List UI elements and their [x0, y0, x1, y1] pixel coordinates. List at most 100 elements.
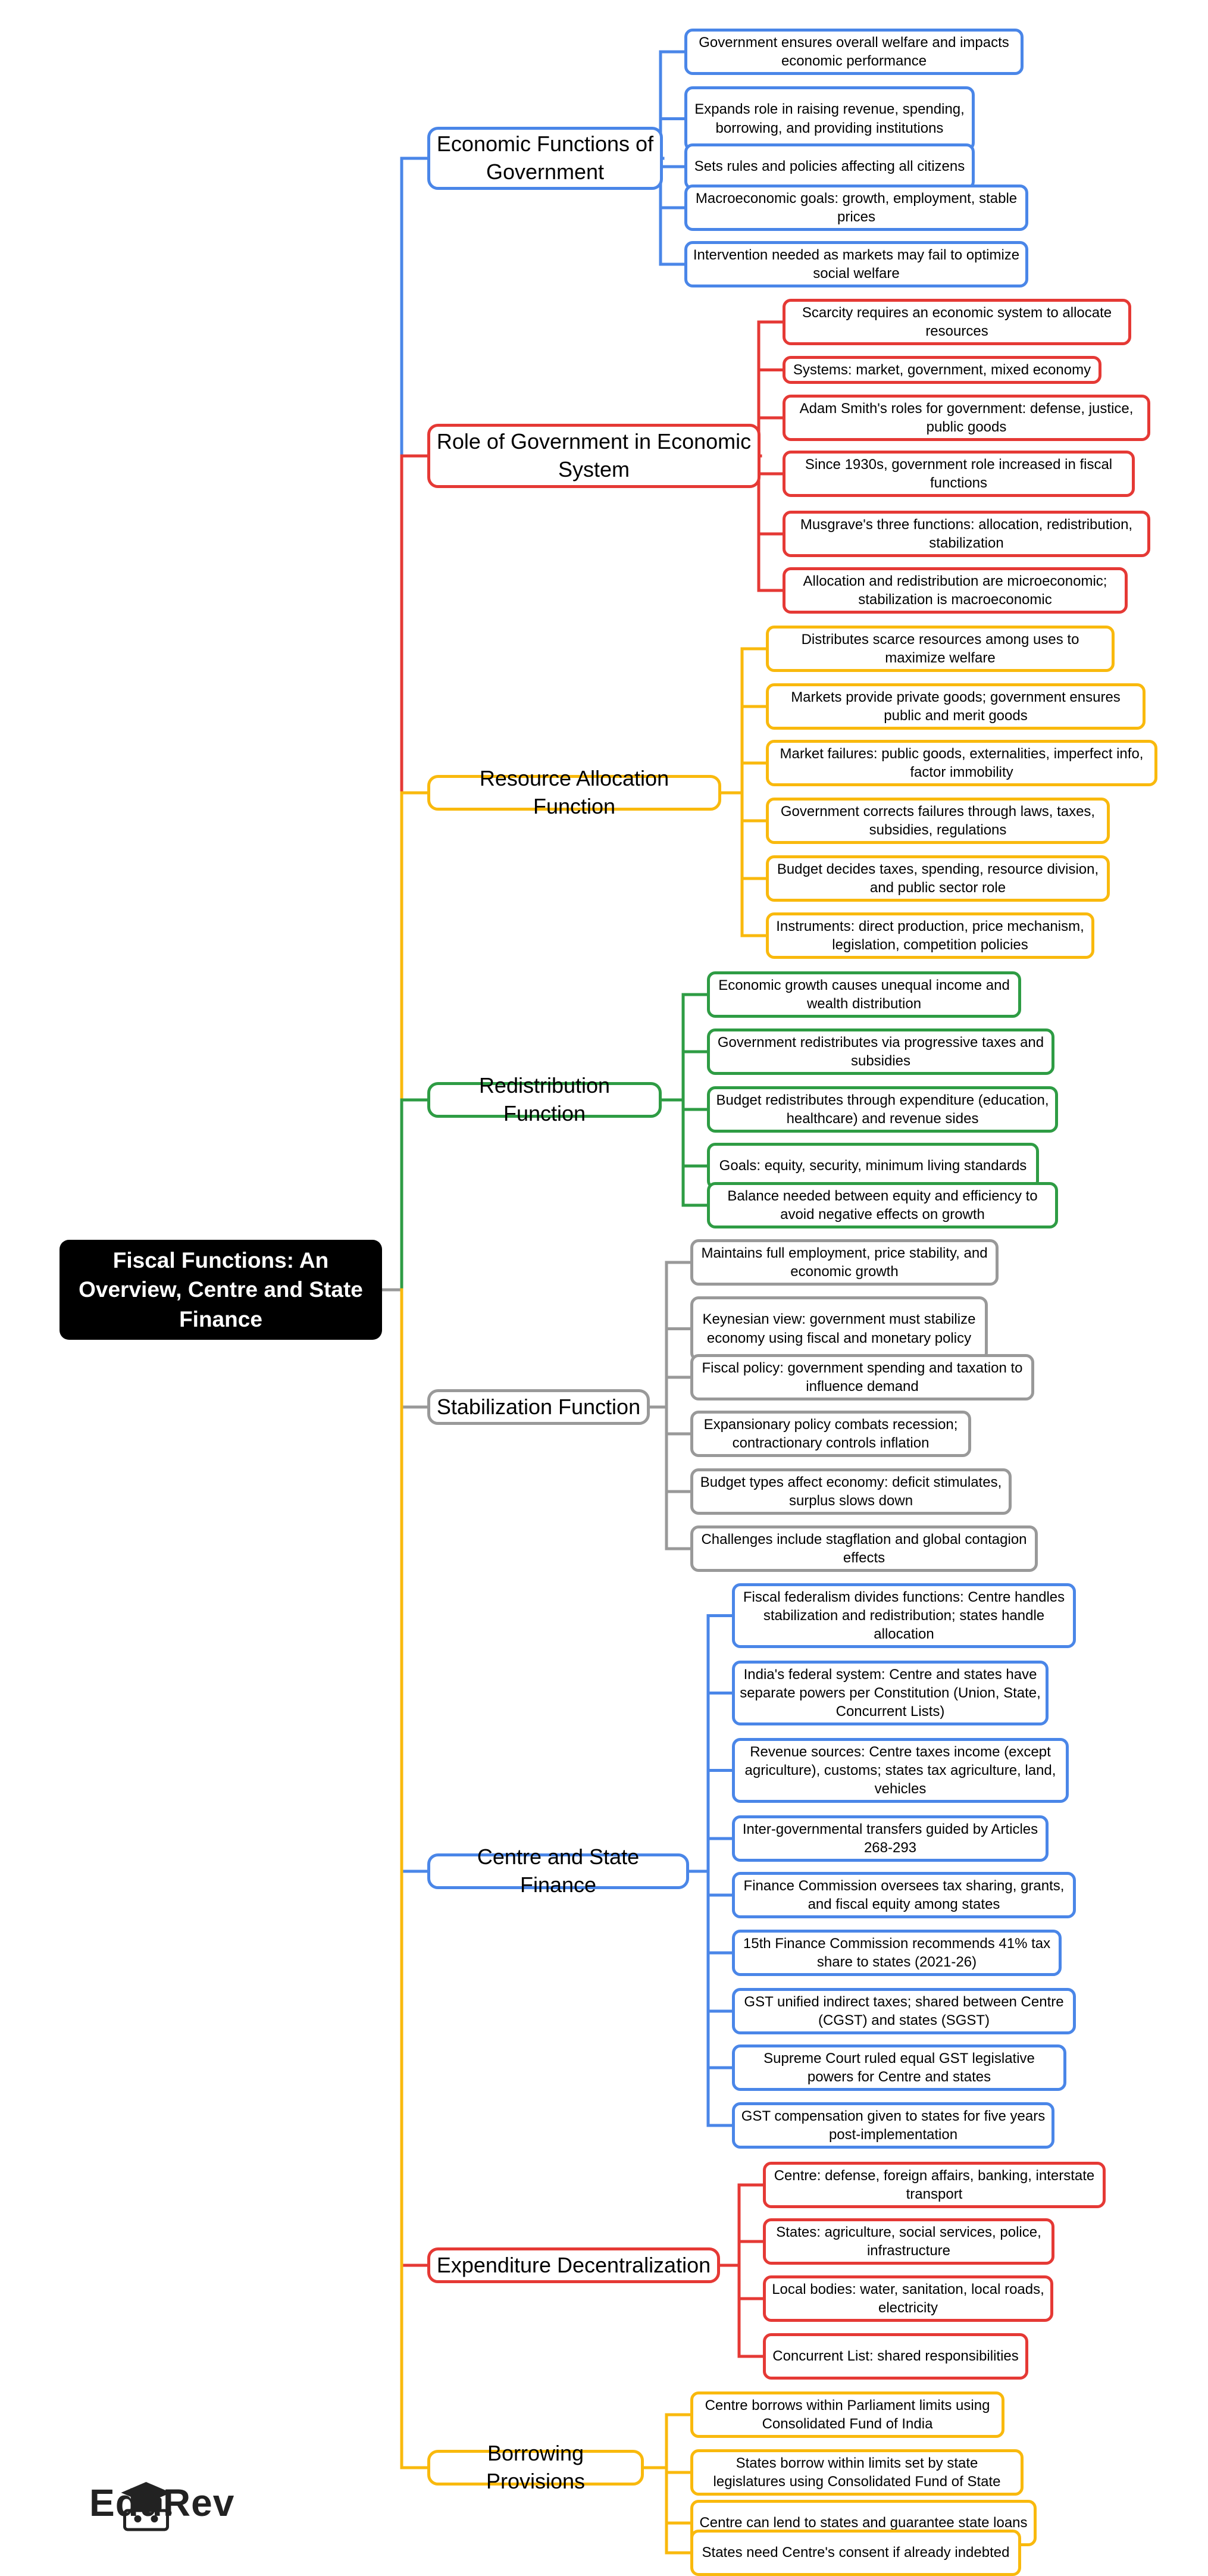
leaf-text: Sets rules and policies affecting all ci…: [694, 158, 965, 175]
leaf-text: Local bodies: water, sanitation, local r…: [772, 2281, 1044, 2316]
leaf-node: Budget redistributes through expenditure…: [707, 1086, 1058, 1133]
leaf-node: Systems: market, government, mixed econo…: [783, 356, 1101, 384]
leaf-text: Intervention needed as markets may fail …: [693, 246, 1020, 282]
leaf-text: Government corrects failures through law…: [780, 803, 1096, 838]
leaf-text: States borrow within limits set by state…: [713, 2455, 1001, 2490]
branch-node: Role of Government in Economic System: [427, 424, 761, 488]
leaf-node: Fiscal policy: government spending and t…: [690, 1354, 1034, 1400]
leaf-node: Concurrent List: shared responsibilities: [763, 2333, 1028, 2380]
branch-node: Economic Functions of Government: [427, 127, 663, 190]
branch-node: Expenditure Decentralization: [427, 2247, 720, 2283]
leaf-text: Government ensures overall welfare and i…: [699, 34, 1009, 69]
leaf-text: Systems: market, government, mixed econo…: [793, 361, 1091, 378]
leaf-text: Revenue sources: Centre taxes income (ex…: [744, 1743, 1056, 1797]
leaf-node: GST compensation given to states for fiv…: [732, 2102, 1054, 2149]
leaf-node: Government corrects failures through law…: [766, 798, 1110, 844]
leaf-node: Sets rules and policies affecting all ci…: [684, 143, 975, 190]
leaf-text: Concurrent List: shared responsibilities: [772, 2348, 1019, 2365]
leaf-node: Balance needed between equity and effici…: [707, 1182, 1058, 1228]
leaf-node: India's federal system: Centre and state…: [732, 1661, 1049, 1725]
leaf-text: Expands role in raising revenue, spendin…: [694, 101, 965, 136]
leaf-text: Maintains full employment, price stabili…: [701, 1245, 988, 1280]
leaf-node: Since 1930s, government role increased i…: [783, 451, 1135, 497]
leaf-node: Inter-governmental transfers guided by A…: [732, 1815, 1049, 1862]
leaf-node: Supreme Court ruled equal GST legislativ…: [732, 2044, 1066, 2091]
leaf-text: India's federal system: Centre and state…: [740, 1666, 1041, 1720]
leaf-text: Distributes scarce resources among uses …: [801, 631, 1079, 666]
branch-title: Borrowing Provisions: [486, 2441, 586, 2493]
leaf-text: Government redistributes via progressive…: [717, 1034, 1044, 1069]
leaf-text: Fiscal policy: government spending and t…: [702, 1359, 1023, 1395]
leaf-text: Budget redistributes through expenditure…: [716, 1092, 1049, 1127]
leaf-text: GST compensation given to states for fiv…: [741, 2108, 1046, 2143]
leaf-text: GST unified indirect taxes; shared betwe…: [744, 1993, 1064, 2028]
root-title: Fiscal Functions: An Overview, Centre an…: [79, 1248, 363, 1331]
leaf-text: Allocation and redistribution are microe…: [803, 573, 1107, 608]
branch-node: Resource Allocation Function: [427, 766, 721, 818]
leaf-text: Macroeconomic goals: growth, employment,…: [695, 190, 1018, 225]
leaf-text: Fiscal federalism divides functions: Cen…: [743, 1589, 1065, 1643]
leaf-node: Market failures: public goods, externali…: [766, 740, 1157, 786]
leaf-node: Budget types affect economy: deficit sti…: [690, 1468, 1012, 1515]
leaf-node: Scarcity requires an economic system to …: [783, 299, 1131, 345]
branch-node: Centre and State Finance: [427, 1845, 689, 1897]
leaf-node: States need Centre's consent if already …: [690, 2530, 1021, 2576]
branch-title: Centre and State Finance: [477, 1845, 640, 1897]
leaf-text: Instruments: direct production, price me…: [776, 918, 1084, 953]
leaf-node: Adam Smith's roles for government: defen…: [783, 395, 1150, 441]
leaf-text: 15th Finance Commission recommends 41% t…: [743, 1935, 1051, 1970]
leaf-node: States borrow within limits set by state…: [690, 2449, 1024, 2496]
leaf-text: Keynesian view: government must stabiliz…: [702, 1311, 976, 1346]
leaf-node: Challenges include stagflation and globa…: [690, 1525, 1038, 1572]
graduation-cap-icon: [121, 2482, 172, 2531]
leaf-node: Revenue sources: Centre taxes income (ex…: [732, 1738, 1069, 1803]
leaf-text: Balance needed between equity and effici…: [727, 1187, 1038, 1223]
branch-node: Redistribution Function: [427, 1073, 662, 1126]
leaf-text: Goals: equity, security, minimum living …: [719, 1158, 1027, 1174]
leaf-node: Finance Commission oversees tax sharing,…: [732, 1872, 1076, 1918]
leaf-node: Government ensures overall welfare and i…: [684, 29, 1024, 75]
branch-title: Stabilization Function: [436, 1394, 641, 1419]
leaf-node: Economic growth causes unequal income an…: [707, 971, 1021, 1018]
leaf-node: Distributes scarce resources among uses …: [766, 626, 1115, 672]
leaf-node: Centre borrows within Parliament limits …: [690, 2391, 1004, 2438]
leaf-node: 15th Finance Commission recommends 41% t…: [732, 1930, 1062, 1976]
leaf-text: Supreme Court ruled equal GST legislativ…: [763, 2050, 1035, 2085]
leaf-node: Allocation and redistribution are microe…: [783, 567, 1128, 614]
leaf-text: Centre borrows within Parliament limits …: [705, 2397, 990, 2432]
leaf-node: Government redistributes via progressive…: [707, 1028, 1054, 1075]
leaf-text: States need Centre's consent if already …: [702, 2544, 1010, 2561]
branch-title: Expenditure Decentralization: [436, 2252, 711, 2277]
leaf-text: Challenges include stagflation and globa…: [701, 1531, 1027, 1566]
leaf-text: Economic growth causes unequal income an…: [718, 977, 1010, 1012]
leaf-node: Local bodies: water, sanitation, local r…: [763, 2275, 1053, 2322]
leaf-text: Finance Commission oversees tax sharing,…: [743, 1877, 1065, 1912]
leaf-node: States: agriculture, social services, po…: [763, 2218, 1054, 2265]
branch-title: Role of Government in Economic System: [436, 429, 752, 482]
branch-title: Redistribution Function: [478, 1073, 611, 1126]
leaf-node: Keynesian view: government must stabiliz…: [690, 1296, 988, 1361]
branch-node: Borrowing Provisions: [427, 2441, 644, 2493]
leaf-text: Centre: defense, foreign affairs, bankin…: [774, 2167, 1095, 2202]
leaf-text: Adam Smith's roles for government: defen…: [799, 400, 1134, 435]
branch-title: Economic Functions of Government: [436, 132, 654, 184]
leaf-node: Expansionary policy combats recession; c…: [690, 1411, 971, 1457]
leaf-node: Maintains full employment, price stabili…: [690, 1239, 999, 1286]
leaf-text: States: agriculture, social services, po…: [776, 2224, 1041, 2259]
leaf-node: Musgrave's three functions: allocation, …: [783, 511, 1150, 557]
leaf-text: Inter-governmental transfers guided by A…: [742, 1821, 1038, 1856]
root-node: Fiscal Functions: An Overview, Centre an…: [60, 1240, 382, 1340]
branch-title: Resource Allocation Function: [479, 766, 669, 818]
leaf-node: Markets provide private goods; governmen…: [766, 683, 1146, 730]
leaf-text: Since 1930s, government role increased i…: [805, 456, 1113, 491]
leaf-text: Musgrave's three functions: allocation, …: [800, 516, 1133, 551]
leaf-node: Budget decides taxes, spending, resource…: [766, 855, 1110, 902]
leaf-text: Centre can lend to states and guarantee …: [699, 2515, 1028, 2531]
leaf-text: Budget types affect economy: deficit sti…: [700, 1474, 1002, 1509]
branch-node: Stabilization Function: [427, 1389, 650, 1425]
leaf-node: Macroeconomic goals: growth, employment,…: [684, 185, 1028, 231]
leaf-node: GST unified indirect taxes; shared betwe…: [732, 1988, 1076, 2034]
brand-name: EduRev: [89, 2481, 235, 2524]
